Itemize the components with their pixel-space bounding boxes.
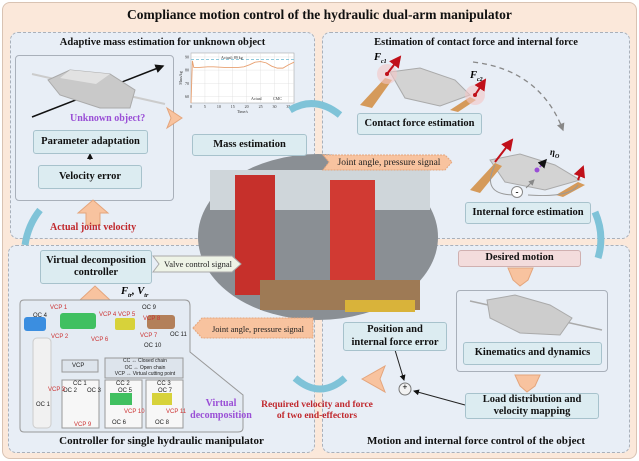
fc1-label: Fc1: [374, 52, 387, 66]
sum-junction: [398, 382, 412, 396]
controller-panel-title: Controller for single hydraulic manipula…: [59, 435, 264, 447]
blue-arrow-bottom: [292, 375, 348, 393]
oc11-label: OC 11: [170, 332, 187, 338]
right-arrow-to-mass: [165, 106, 183, 130]
joint-signal-arrow-top: [321, 154, 453, 171]
vcp4-label: VCP 4: [99, 312, 117, 318]
y-axis-label: Mass/kg: [178, 71, 183, 85]
valve-signal-arrow: [152, 255, 242, 273]
mass-panel-title: Adaptive mass estimation for unknown obj…: [59, 37, 266, 48]
oc3-label: OC 3: [87, 388, 102, 394]
legend-entry: CMC: [273, 96, 282, 101]
contact-force-estimation-box: Contact force estimation: [357, 113, 482, 135]
joint-signal-bottom-label: Joint angle, pressure signal: [211, 323, 305, 334]
vcp9-label: VCP 9: [74, 422, 92, 428]
x-tick-label: 0: [190, 104, 192, 109]
x-tick-label: 10: [217, 104, 221, 109]
series-cmc: [190, 60, 295, 104]
cc3-label: CC 3: [157, 381, 171, 387]
x-tick-label: 5: [204, 104, 206, 109]
cc1-label: CC 1: [73, 381, 87, 387]
oc1-label: OC 1: [36, 402, 51, 408]
up-arrow-joint-velocity: [76, 199, 110, 226]
kinematics-object: [469, 294, 603, 336]
vcp-legend-label: VCP: [72, 363, 85, 369]
x-tick-label: 35: [286, 104, 290, 109]
virtual-decomposition-label: Virtual decomposition: [190, 398, 252, 421]
desired-motion-box: Desired motion: [458, 250, 581, 267]
unknown-object-label: Unknown object?: [70, 113, 146, 124]
vcp11-label: VCP 11: [166, 409, 187, 415]
down-arrow-load: [514, 374, 541, 393]
eta-label: ηO: [550, 147, 560, 160]
joint-signal-top-label: Joint angle, pressure signal: [337, 157, 441, 168]
legend-entry: Actual: [251, 96, 263, 101]
valve-signal-label: Valve control signal: [164, 259, 232, 269]
chart-annotation: Actual: 89 kg: [221, 55, 243, 60]
plus-sign: +: [402, 382, 408, 392]
minus-junction: -: [511, 186, 523, 198]
oc10-label: OC 10: [144, 343, 162, 349]
ftr-vtr-label: Ftr, Vtr: [121, 286, 149, 300]
velocity-error-box: Velocity error: [38, 165, 142, 189]
internal-force-object: [470, 138, 586, 197]
kinematics-box: Kinematics and dynamics: [463, 342, 602, 365]
x-tick-label: 30: [273, 104, 277, 109]
internal-force-estimation-box: Internal force estimation: [465, 202, 591, 224]
oc4-label: OC 4: [33, 313, 48, 319]
vdc-box: Virtual decomposition controller: [40, 250, 152, 284]
oc8-label: OC 8: [155, 420, 170, 426]
oc5-label: OC 5: [118, 388, 133, 394]
y-tick-label: 80: [185, 68, 189, 73]
mass-estimation-box: Mass estimation: [192, 134, 307, 156]
cc2-label: CC 2: [116, 381, 130, 387]
vcp7-label: VCP 7: [140, 333, 158, 339]
x-tick-label: 25: [259, 104, 263, 109]
oc6-label: OC 6: [112, 420, 127, 426]
contact-force-object: [360, 55, 565, 132]
robot-photo: [198, 154, 438, 320]
blue-arrow-top: [288, 100, 343, 118]
fc2-label: Fc2: [470, 70, 483, 84]
parameter-adaptation-box: Parameter adaptation: [33, 130, 148, 154]
y-tick-label: 90: [185, 54, 189, 59]
y-tick-label: 60: [185, 94, 189, 99]
figure-title: Compliance motion control of the hydraul…: [127, 7, 512, 22]
load-distribution-box: Load distribution and velocity mapping: [465, 393, 599, 419]
position-error-box: Position and internal force error: [343, 322, 447, 351]
vcp1-label: VCP 1: [50, 305, 68, 311]
force-panel-title: Estimation of contact force and internal…: [374, 37, 578, 48]
vcp5-label: VCP 5: [118, 312, 136, 318]
oc2-label: OC 2: [63, 388, 78, 394]
x-tick-label: 20: [245, 104, 249, 109]
down-arrow-desired: [507, 267, 534, 287]
actual-joint-velocity-label: Actual joint velocity: [50, 222, 137, 233]
vcp6-label: VCP 6: [91, 337, 109, 343]
left-arrow-required: [360, 364, 386, 394]
blue-arrow-right: [591, 210, 605, 260]
vcp8-label: VCP 8: [143, 316, 161, 322]
required-velocity-label: Required velocity and force of two end-e…: [261, 400, 373, 422]
vcp2-label: VCP 2: [51, 334, 69, 340]
vcp10-label: VCP 10: [124, 409, 145, 415]
oc7-label: OC 7: [158, 388, 173, 394]
oc9-label: OC 9: [142, 305, 157, 311]
x-axis-label: Time/s: [237, 109, 248, 114]
vcp3-label: VCP 3: [48, 387, 66, 393]
x-tick-label: 15: [231, 104, 235, 109]
joint-signal-arrow-bottom: [192, 317, 314, 339]
unknown-object-shape: [31, 64, 166, 118]
y-tick-label: 70: [185, 81, 189, 86]
motion-panel-title: Motion and internal force control of the…: [366, 435, 586, 447]
blue-arrow-left: [21, 207, 43, 246]
